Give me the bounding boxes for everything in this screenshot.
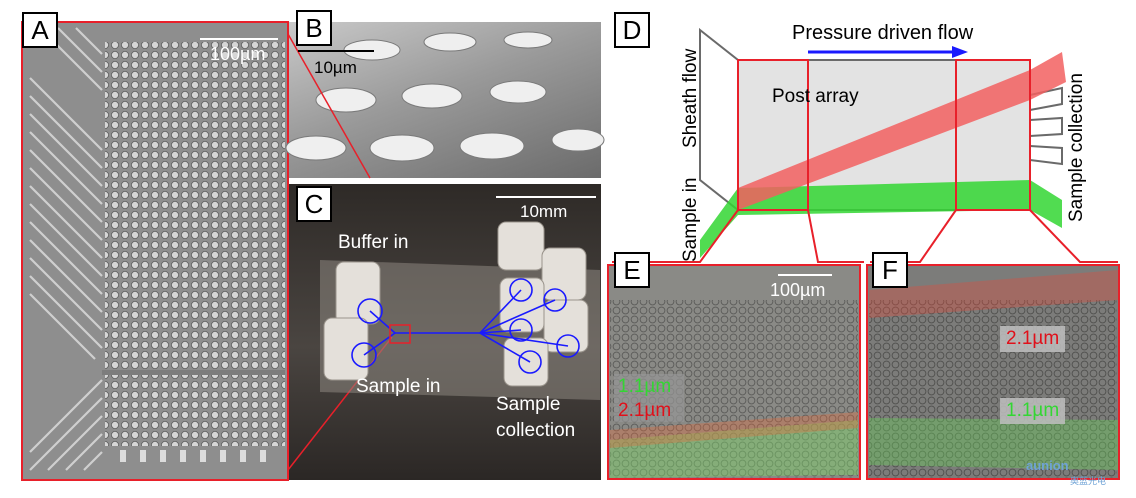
scale-label-c: 10mm — [520, 202, 568, 221]
scalebar-c — [496, 196, 596, 198]
label-sample-in-c: Sample in — [356, 376, 441, 397]
scalebar-e — [778, 274, 832, 276]
panel-f-overlay — [869, 270, 1118, 478]
panel-label-b: B — [296, 10, 332, 46]
panel-label-e: E — [614, 252, 650, 288]
panel-label-d: D — [614, 12, 650, 48]
zoom-line-a-b — [287, 33, 371, 179]
scalebar-a — [200, 38, 278, 40]
legend-box-e — [614, 374, 684, 422]
panel-a-border — [21, 21, 289, 481]
scale-label-a: 100µm — [210, 44, 266, 64]
panel-e-overlay — [610, 300, 858, 478]
scale-label-e: 100µm — [770, 280, 826, 300]
panel-b-posts — [285, 31, 605, 162]
label-sample-collection-d: Sample collection — [1066, 73, 1087, 222]
label-f-large: 2.1µm — [1000, 326, 1066, 352]
panel-label-c: C — [296, 186, 332, 222]
watermark-sub: 奥蓝光电 — [1070, 476, 1107, 486]
label-pressure-flow: Pressure driven flow — [792, 22, 974, 44]
panel-label-f: F — [872, 252, 908, 288]
scale-label-b: 10µm — [314, 58, 357, 77]
scalebar-b — [298, 50, 374, 52]
label-sample-collection-c: Sample collection — [496, 394, 576, 441]
label-sheath-flow: Sheath flow — [680, 48, 701, 148]
legend-e-large: 2.1µm — [618, 400, 672, 421]
watermark-brand: aunion — [1026, 458, 1069, 473]
panel-a-channels — [29, 27, 285, 471]
label-post-array: Post array — [772, 86, 859, 107]
label-sample-in-d: Sample in — [680, 177, 701, 263]
panel-c-device — [320, 221, 600, 400]
label-buffer-in: Buffer in — [338, 232, 409, 253]
legend-e-small: 1.1µm — [618, 376, 672, 397]
panel-d-schematic — [612, 27, 1118, 263]
label-f-small: 1.1µm — [1000, 398, 1066, 424]
panel-label-a: A — [22, 12, 58, 48]
